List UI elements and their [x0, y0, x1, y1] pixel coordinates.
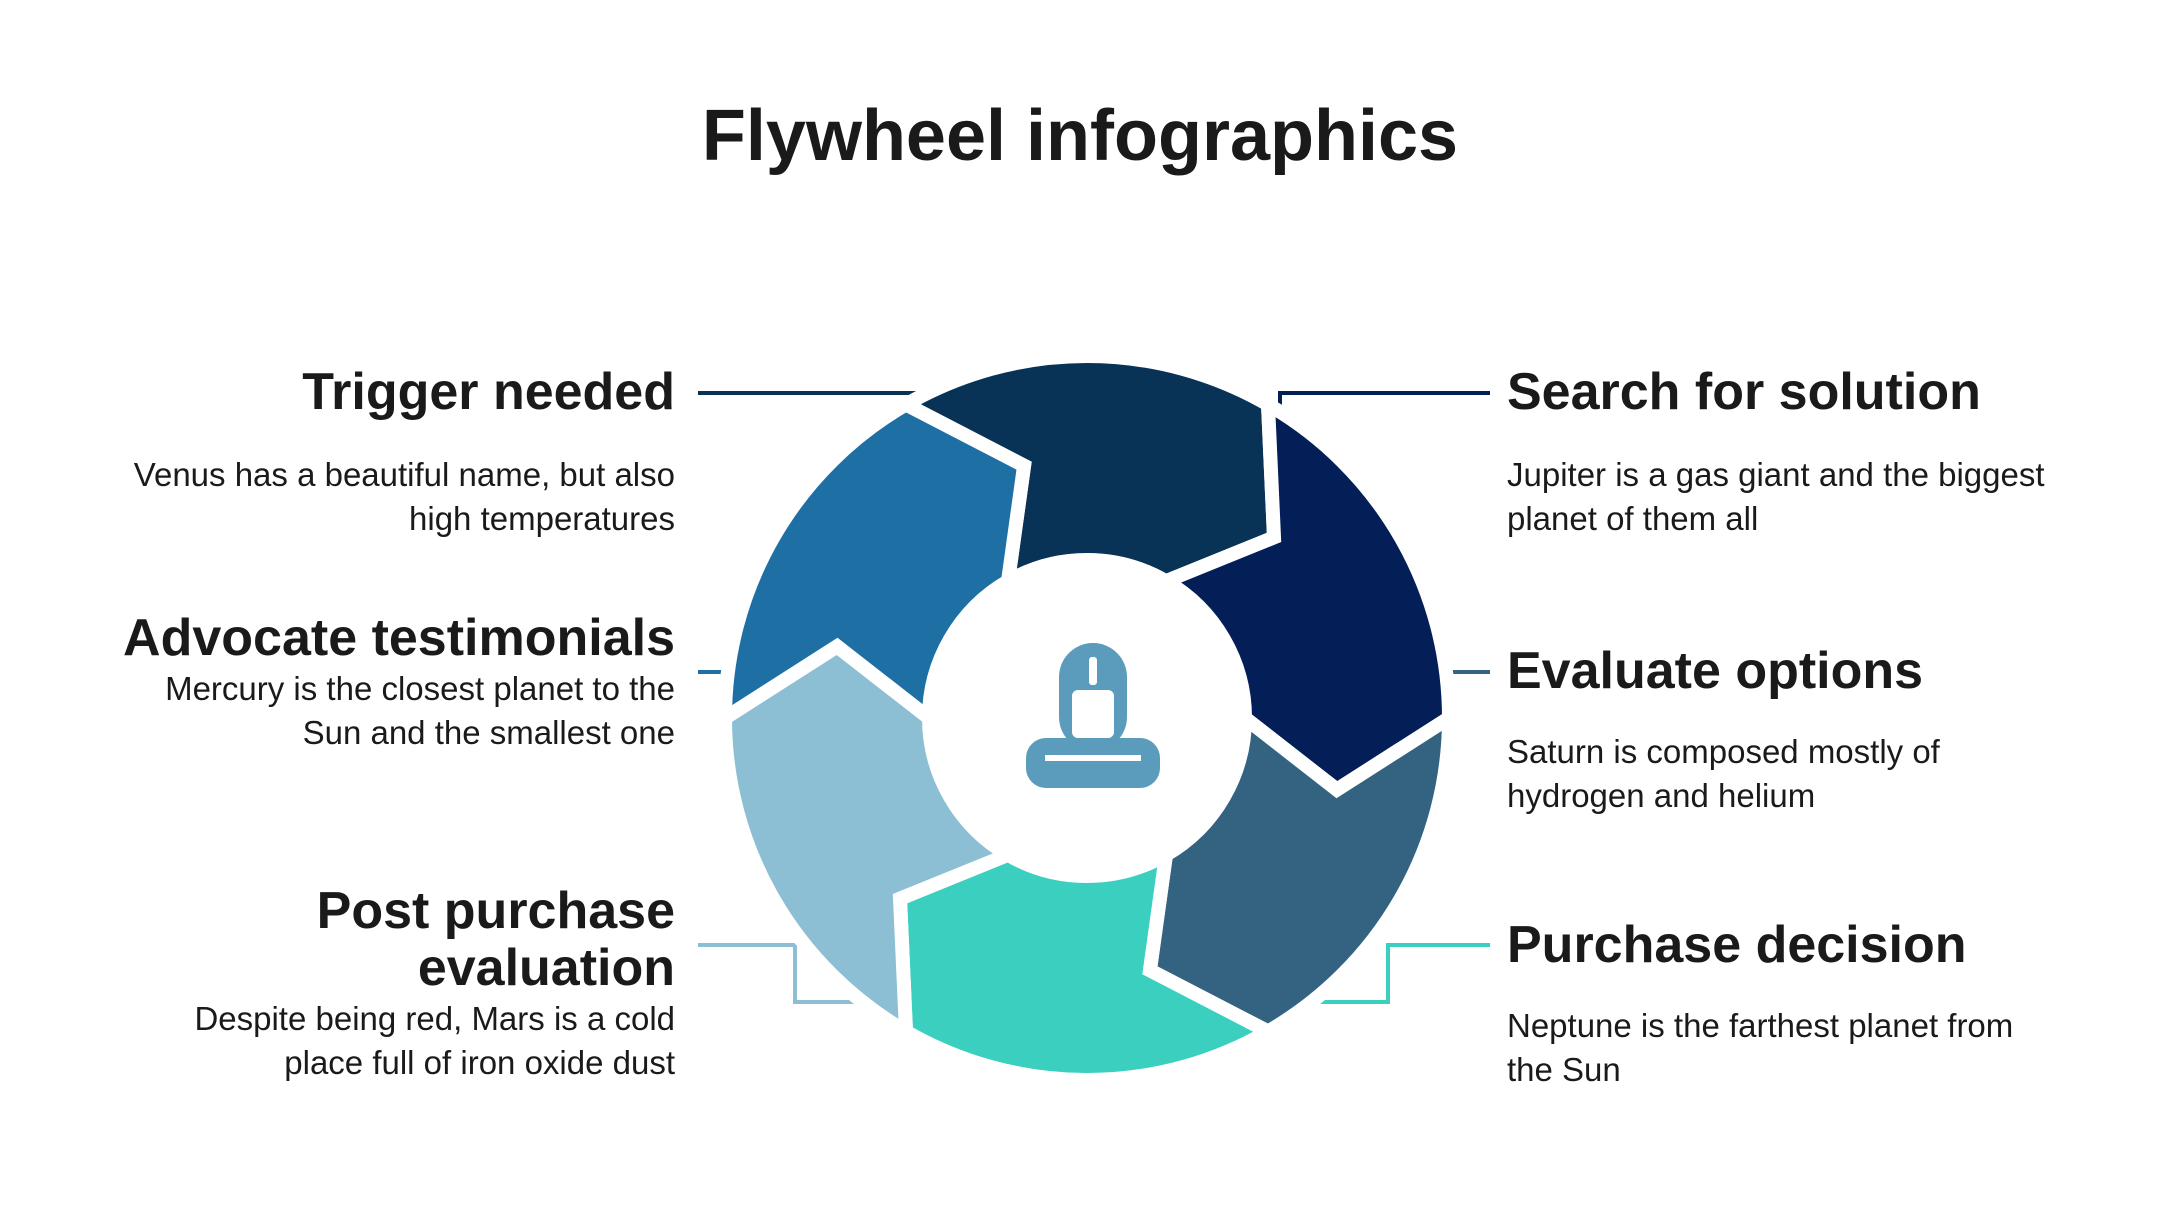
- connector-search: [1278, 391, 1490, 428]
- step-description: Jupiter is a gas giant and the biggest p…: [1507, 456, 2045, 537]
- step-description: Saturn is composed mostly of hydrogen an…: [1507, 733, 1940, 814]
- step-description: Mercury is the closest planet to the Sun…: [165, 670, 675, 751]
- connector-purchase: [1300, 943, 1490, 1004]
- step-description: Despite being red, Mars is a cold place …: [194, 1000, 675, 1081]
- person-icon: [1026, 643, 1160, 788]
- step-evaluate-options: Evaluate options Saturn is composed most…: [1507, 642, 2067, 817]
- step-heading: Evaluate options: [1507, 642, 1924, 700]
- step-post-purchase-evaluation: Post purchase evaluation Despite being r…: [115, 882, 675, 1084]
- step-advocate-testimonials: Advocate testimonials Mercury is the clo…: [115, 609, 675, 754]
- step-search-for-solution: Search for solution Jupiter is a gas gia…: [1507, 363, 2067, 540]
- step-description: Neptune is the farthest planet from the …: [1507, 1007, 2014, 1088]
- page-title: Flywheel infographics: [701, 96, 1459, 176]
- step-heading: Advocate testimonials: [123, 609, 675, 667]
- step-description: Venus has a beautiful name, but also hig…: [133, 456, 675, 537]
- step-purchase-decision: Purchase decision Neptune is the farthes…: [1507, 916, 2067, 1091]
- step-heading: Purchase decision: [1507, 916, 1967, 974]
- step-heading: Search for solution: [1507, 363, 1981, 421]
- step-heading: Post purchase evaluation: [316, 882, 675, 998]
- step-heading: Trigger needed: [302, 363, 675, 421]
- step-trigger-needed: Trigger needed Venus has a beautiful nam…: [115, 363, 675, 540]
- connector-post: [698, 943, 880, 1004]
